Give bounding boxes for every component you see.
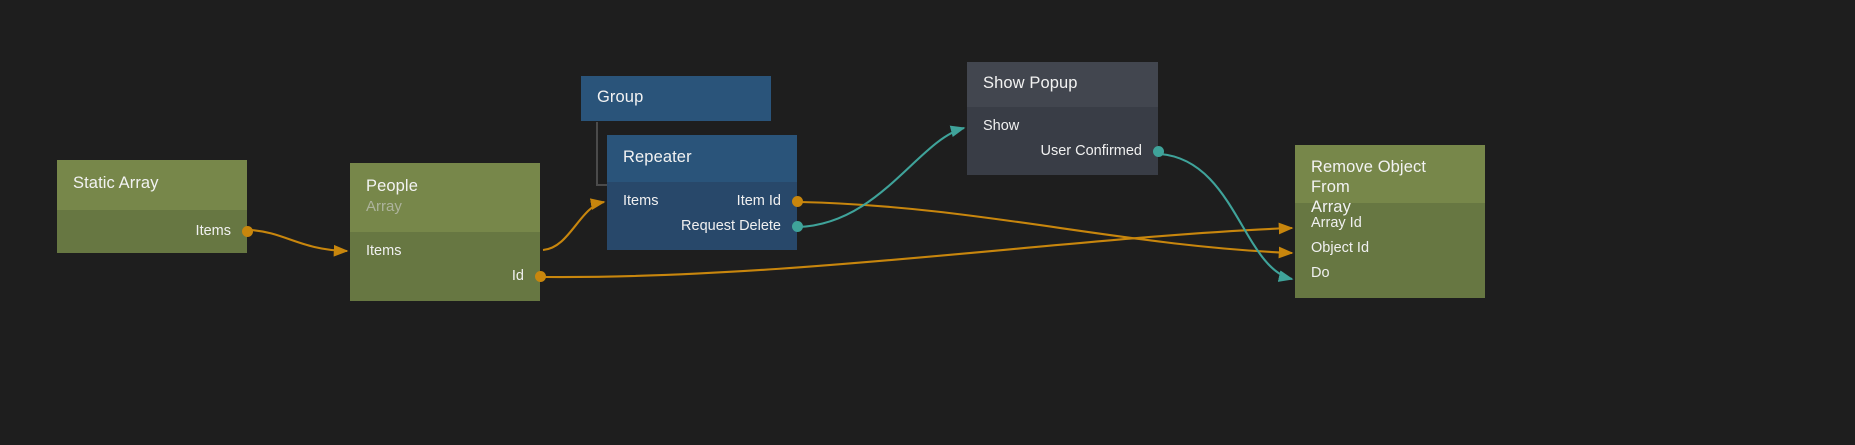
port-dot-teal[interactable] [1152, 146, 1164, 157]
port-repeater-items[interactable]: Items Item Id [607, 189, 803, 214]
port-remove-object-id[interactable]: Object Id [1295, 236, 1485, 261]
node-repeater-body: Items Item Id Request Delete [607, 182, 803, 250]
port-dot-orange[interactable] [241, 226, 253, 237]
port-people-id[interactable]: Id [350, 264, 546, 289]
port-remove-array-id-label: Array Id [1311, 215, 1362, 231]
port-people-items[interactable]: Items [350, 239, 540, 264]
port-dot-teal[interactable] [791, 221, 803, 232]
port-dot-orange[interactable] [791, 196, 803, 207]
node-group-title: Group [597, 88, 644, 106]
node-group-header: Group [581, 76, 771, 121]
node-people[interactable]: People Array Items Id [350, 163, 546, 301]
node-static-array[interactable]: Static Array Items [57, 160, 253, 253]
wire-user-confirmed-to-do [1159, 152, 1294, 282]
port-repeater-request-delete-label: Request Delete [681, 218, 781, 234]
port-repeater-request-delete[interactable]: Request Delete [607, 214, 803, 239]
port-people-items-label: Items [366, 243, 402, 259]
port-repeater-itemid-label: Item Id [736, 193, 781, 209]
node-people-body: Items Id [350, 232, 546, 301]
node-show-popup-body: Show User Confirmed [967, 107, 1164, 175]
node-static-array-body: Items [57, 210, 253, 253]
node-repeater-title: Repeater [623, 148, 692, 166]
wire-static-array-items-to-people-items [249, 228, 349, 257]
node-repeater-header: Repeater [607, 135, 797, 182]
wire-request-delete-to-show [797, 125, 966, 229]
node-static-array-header: Static Array [57, 160, 247, 210]
node-show-popup-title: Show Popup [983, 74, 1078, 92]
node-remove-object-from-array-title: Remove Object From Array [1311, 158, 1427, 216]
wire-people-items-to-repeater-items [542, 198, 606, 252]
port-repeater-items-label: Items [623, 193, 659, 209]
port-static-array-items-label: Items [195, 223, 231, 239]
node-remove-object-from-array[interactable]: Remove Object From Array Array Id Object… [1295, 145, 1485, 298]
group-to-repeater-link [596, 122, 610, 186]
port-remove-do[interactable]: Do [1295, 261, 1485, 286]
port-remove-do-label: Do [1311, 265, 1330, 281]
node-people-title: People [366, 177, 418, 195]
node-people-header: People Array [350, 163, 540, 232]
node-static-array-title: Static Array [73, 174, 159, 192]
port-show-popup-user-confirmed[interactable]: User Confirmed [967, 139, 1164, 164]
node-show-popup[interactable]: Show Popup Show User Confirmed [967, 62, 1164, 175]
node-show-popup-header: Show Popup [967, 62, 1158, 107]
port-show-popup-user-confirmed-label: User Confirmed [1040, 143, 1142, 159]
port-remove-object-id-label: Object Id [1311, 240, 1370, 256]
port-dot-orange[interactable] [534, 271, 546, 282]
node-people-subtitle: Array [366, 198, 402, 215]
node-group[interactable]: Group [581, 76, 771, 121]
wire-repeater-itemid-to-object-id [799, 200, 1294, 259]
port-people-id-label: Id [511, 268, 524, 284]
port-remove-array-id[interactable]: Array Id [1295, 211, 1485, 236]
node-remove-object-from-array-body: Array Id Object Id Do [1295, 203, 1485, 298]
port-static-array-items[interactable]: Items [57, 219, 253, 244]
port-show-popup-show[interactable]: Show [967, 114, 1158, 139]
node-remove-object-from-array-header: Remove Object From Array [1295, 145, 1485, 216]
port-show-popup-show-label: Show [983, 118, 1020, 134]
node-repeater[interactable]: Repeater Items Item Id Request Delete [607, 135, 803, 250]
